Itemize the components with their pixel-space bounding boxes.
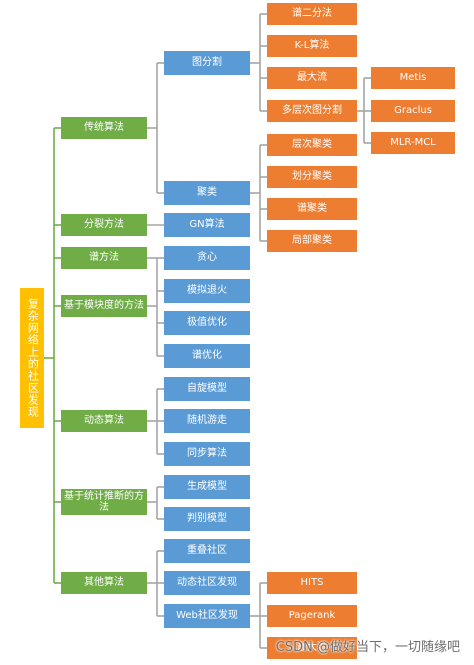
node-greedy: 贪心	[164, 246, 250, 270]
node-random-walk: 随机游走	[164, 409, 250, 433]
node-other-algorithms: 其他算法	[61, 572, 147, 594]
node-spectral-optimization: 谱优化	[164, 344, 250, 368]
node-partitional-clustering: 划分聚类	[267, 166, 357, 188]
node-discriminative-model: 判别模型	[164, 507, 250, 531]
root-node: 复杂网络上的社区发现	[20, 288, 44, 428]
node-generative-model: 生成模型	[164, 475, 250, 499]
node-multilevel-partition: 多层次图分割	[267, 100, 357, 122]
node-kl-algorithm: K-L算法	[267, 35, 357, 57]
node-extremal-optimization: 极值优化	[164, 311, 250, 335]
node-statistical-inference: 基于统计推断的方法	[61, 489, 147, 515]
node-metis: Metis	[371, 67, 455, 89]
node-simulated-annealing: 模拟退火	[164, 279, 250, 303]
node-spectral-bisection: 谱二分法	[267, 3, 357, 25]
node-divisive-methods: 分裂方法	[61, 214, 147, 236]
node-max-flow: 最大流	[267, 67, 357, 89]
watermark-text: CSDN @做好当下，一切随缘吧	[275, 640, 460, 655]
node-gn-algorithm: GN算法	[164, 213, 250, 237]
node-graclus: Graclus	[371, 100, 455, 122]
node-traditional-algorithms: 传统算法	[61, 117, 147, 139]
node-web-community: Web社区发现	[164, 604, 250, 628]
node-graph-partition: 图分割	[164, 51, 250, 75]
node-hierarchical-clustering: 层次聚类	[267, 134, 357, 156]
node-spin-model: 自旋模型	[164, 377, 250, 401]
node-clustering: 聚类	[164, 181, 250, 205]
node-synchronization: 同步算法	[164, 442, 250, 466]
node-pagerank: Pagerank	[267, 605, 357, 627]
node-dynamic-algorithms: 动态算法	[61, 410, 147, 432]
node-mlr-mcl: MLR-MCL	[371, 132, 455, 154]
node-modularity-methods: 基于模块度的方法	[61, 295, 147, 317]
node-overlapping-community: 重叠社区	[164, 539, 250, 563]
node-spectral-methods: 谱方法	[61, 247, 147, 269]
node-local-clustering: 局部聚类	[267, 230, 357, 252]
node-dynamic-community: 动态社区发现	[164, 571, 250, 595]
node-max-flow-web: 最大流	[267, 637, 357, 659]
node-spectral-clustering: 谱聚类	[267, 198, 357, 220]
node-hits: HITS	[267, 572, 357, 594]
